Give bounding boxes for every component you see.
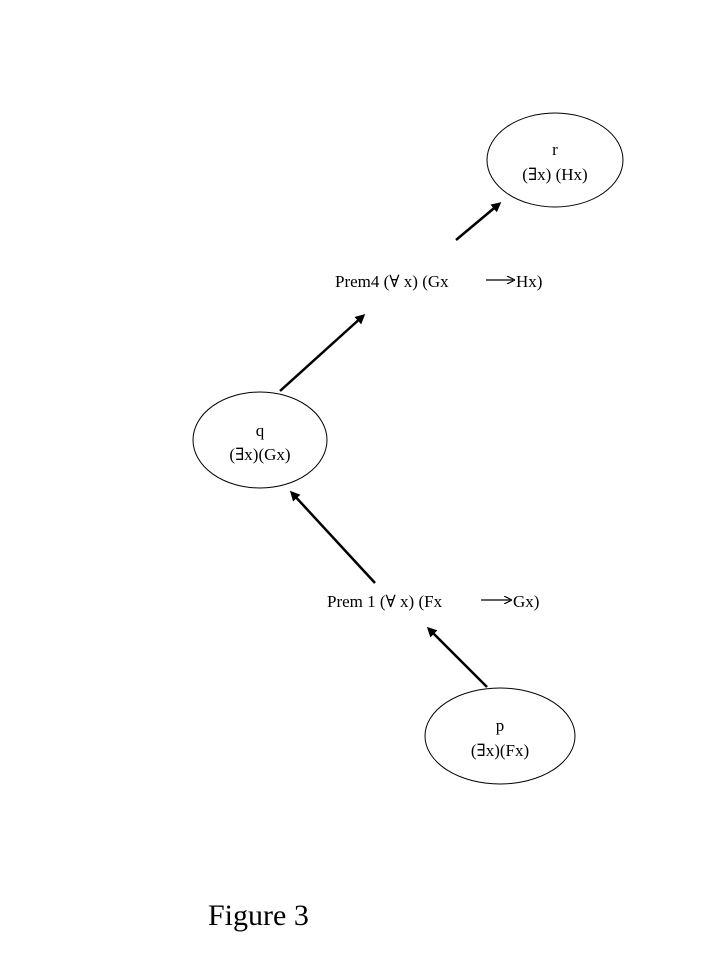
node-r: r (∃x) (Hx)	[486, 112, 624, 208]
premise-1: Prem 1 (∀ x) (Fx Gx)	[327, 592, 539, 611]
arrow-prem1-to-q	[289, 490, 376, 584]
node-q-ellipse	[192, 391, 328, 489]
node-p: p (∃x)(Fx)	[424, 687, 576, 785]
arrow-q-to-prem4	[279, 313, 366, 392]
node-r-name: r	[552, 140, 558, 159]
premise-1-head: Prem 1 (∀ x) (Fx	[327, 592, 443, 611]
node-p-formula: (∃x)(Fx)	[471, 741, 529, 760]
premise-4-tail: Hx)	[516, 272, 542, 291]
arrow-p-to-prem1	[426, 626, 488, 688]
node-p-name: p	[496, 716, 505, 735]
node-p-ellipse	[424, 687, 576, 785]
node-q: q (∃x)(Gx)	[192, 391, 328, 489]
premise-4-head: Prem4 (∀ x) (Gx	[335, 272, 449, 291]
node-q-formula: (∃x)(Gx)	[229, 445, 290, 464]
node-q-name: q	[256, 421, 265, 440]
premise-4: Prem4 (∀ x) (Gx Hx)	[335, 272, 542, 291]
node-r-formula: (∃x) (Hx)	[522, 165, 587, 184]
arrow-prem4-to-r	[455, 202, 502, 241]
premise-1-tail: Gx)	[513, 592, 539, 611]
node-r-ellipse	[486, 112, 624, 208]
figure-caption: Figure 3	[208, 899, 309, 932]
